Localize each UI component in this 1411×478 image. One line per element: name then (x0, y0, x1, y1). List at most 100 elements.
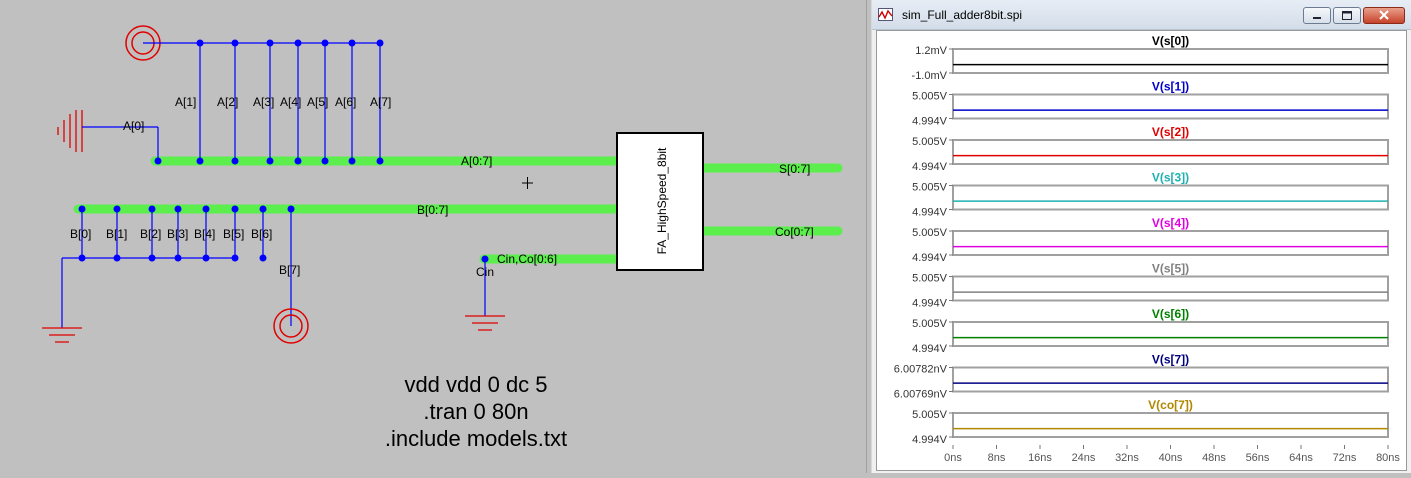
trace-name-5[interactable]: V(s[5]) (1152, 262, 1189, 276)
spice-directive-0[interactable]: vdd vdd 0 dc 5 (404, 372, 547, 397)
trace-name-1[interactable]: V(s[1]) (1152, 80, 1189, 94)
trace-pane-6[interactable] (952, 321, 1389, 347)
net-label-b4: B[4] (194, 227, 215, 241)
junction-dot (78, 205, 86, 213)
bus-label-a: A[0:7] (461, 154, 492, 168)
net-label-a5: A[5] (307, 95, 328, 109)
x-tick-label-9: 72ns (1333, 452, 1357, 464)
crosshair-cursor (522, 177, 533, 189)
junction-dot (294, 39, 302, 47)
trace-pane-4[interactable] (952, 230, 1389, 256)
junction-dot (348, 157, 356, 165)
x-tick-label-6: 48ns (1202, 452, 1226, 464)
y-label-bottom-2: 4.994V (912, 161, 948, 173)
trace-name-3[interactable]: V(s[3]) (1152, 171, 1189, 185)
bus-label-s: S[0:7] (779, 162, 810, 176)
junction-dot (321, 157, 329, 165)
close-button[interactable] (1363, 7, 1405, 24)
y-label-bottom-6: 4.994V (912, 343, 948, 355)
junction-dot (148, 205, 156, 213)
restore-button[interactable] (1333, 7, 1361, 24)
minimize-button[interactable] (1303, 7, 1331, 24)
ground-b (42, 327, 82, 343)
subcircuit-block[interactable] (616, 132, 704, 271)
junction-dot (266, 157, 274, 165)
x-tick-label-1: 8ns (988, 452, 1006, 464)
y-label-top-7: 6.00782nV (894, 364, 948, 376)
waveform-plot[interactable]: V(s[0]) 1.2mV -1.0mV V(s[1]) 5.005V 4.994V V(s… (877, 31, 1406, 470)
y-label-bottom-5: 4.994V (912, 298, 948, 310)
junction-dot (174, 205, 182, 213)
schematic-canvas[interactable]: A[0]A[1]A[2]A[3]A[4]A[5]A[6]A[7]B[0]B[1]… (0, 0, 866, 473)
y-label-bottom-7: 6.00769nV (894, 389, 948, 401)
trace-pane-3[interactable] (952, 184, 1389, 211)
y-label-top-6: 5.005V (912, 318, 948, 330)
trace-name-7[interactable]: V(s[7]) (1152, 353, 1189, 367)
spice-directive-1[interactable]: .tran 0 80n (423, 399, 528, 424)
junction-dot (174, 254, 182, 262)
junction-dot (287, 205, 295, 213)
subcircuit-block-name: FA_HighSpeed_8bit (655, 147, 669, 254)
x-tick-label-4: 32ns (1115, 452, 1139, 464)
junction-dot (259, 205, 267, 213)
net-label-a1: A[1] (175, 95, 196, 109)
junction-dot (148, 254, 156, 262)
y-label-top-0: 1.2mV (915, 45, 947, 57)
junction-dot (113, 254, 121, 262)
y-label-top-8: 5.005V (912, 409, 948, 421)
ground-cin (465, 315, 505, 331)
junction-dot (321, 39, 329, 47)
trace-pane-5[interactable] (952, 275, 1389, 302)
junction-dot (348, 39, 356, 47)
waveform-window: sim_Full_adder8bit.spi V(s[0]) 1.2mV -1.0m… (872, 0, 1411, 473)
junction-dot (376, 39, 384, 47)
net-label-a6: A[6] (335, 95, 356, 109)
trace-pane-2[interactable] (952, 139, 1389, 165)
x-tick-label-8: 64ns (1289, 452, 1313, 464)
bus-label-cin: Cin,Co[0:6] (497, 252, 557, 266)
trace-name-6[interactable]: V(s[6]) (1152, 307, 1189, 321)
junction-dot (202, 205, 210, 213)
plot-area[interactable]: V(s[0]) 1.2mV -1.0mV V(s[1]) 5.005V 4.994V V(s… (876, 30, 1407, 471)
x-tick-label-2: 16ns (1028, 452, 1052, 464)
y-label-top-1: 5.005V (912, 91, 948, 103)
junction-dot (196, 157, 204, 165)
waveform-app-icon (878, 8, 893, 21)
y-label-top-3: 5.005V (912, 182, 948, 194)
y-label-top-5: 5.005V (912, 273, 948, 285)
voltage-source-b-outer[interactable] (273, 308, 309, 344)
junction-dot (78, 254, 86, 262)
y-label-bottom-1: 4.994V (912, 116, 948, 128)
trace-name-4[interactable]: V(s[4]) (1152, 216, 1189, 230)
pane-divider[interactable] (866, 0, 872, 473)
x-tick-label-0: 0ns (944, 452, 962, 464)
junction-dot (231, 39, 239, 47)
x-tick-label-10: 80ns (1376, 452, 1400, 464)
junction-dot (196, 39, 204, 47)
trace-name-8[interactable]: V(co[7]) (1148, 398, 1193, 412)
junction-dot (231, 205, 239, 213)
trace-pane-1[interactable] (952, 93, 1389, 120)
net-label-a0: A[0] (123, 119, 144, 133)
trace-pane-8[interactable] (952, 412, 1389, 438)
schematic-editor[interactable]: A[0]A[1]A[2]A[3]A[4]A[5]A[6]A[7]B[0]B[1]… (0, 0, 866, 473)
y-label-bottom-4: 4.994V (912, 252, 948, 264)
net-label-a3: A[3] (253, 95, 274, 109)
close-icon (1379, 10, 1389, 20)
junction-dot (231, 254, 239, 262)
net-label-b1: B[1] (106, 227, 127, 241)
spice-directive-2[interactable]: .include models.txt (385, 426, 567, 451)
window-title: sim_Full_adder8bit.spi (902, 8, 1023, 22)
window-titlebar[interactable]: sim_Full_adder8bit.spi (872, 0, 1411, 30)
junction-dot (231, 157, 239, 165)
y-label-bottom-8: 4.994V (912, 434, 948, 446)
y-label-top-2: 5.005V (912, 136, 948, 148)
trace-name-0[interactable]: V(s[0]) (1152, 34, 1189, 48)
trace-name-2[interactable]: V(s[2]) (1152, 125, 1189, 139)
ground-a0 (57, 110, 83, 152)
trace-pane-0[interactable] (952, 48, 1389, 74)
trace-pane-7[interactable] (952, 366, 1389, 393)
y-label-bottom-3: 4.994V (912, 207, 948, 219)
y-label-bottom-0: -1.0mV (912, 70, 948, 82)
bus-label-b: B[0:7] (417, 203, 448, 217)
